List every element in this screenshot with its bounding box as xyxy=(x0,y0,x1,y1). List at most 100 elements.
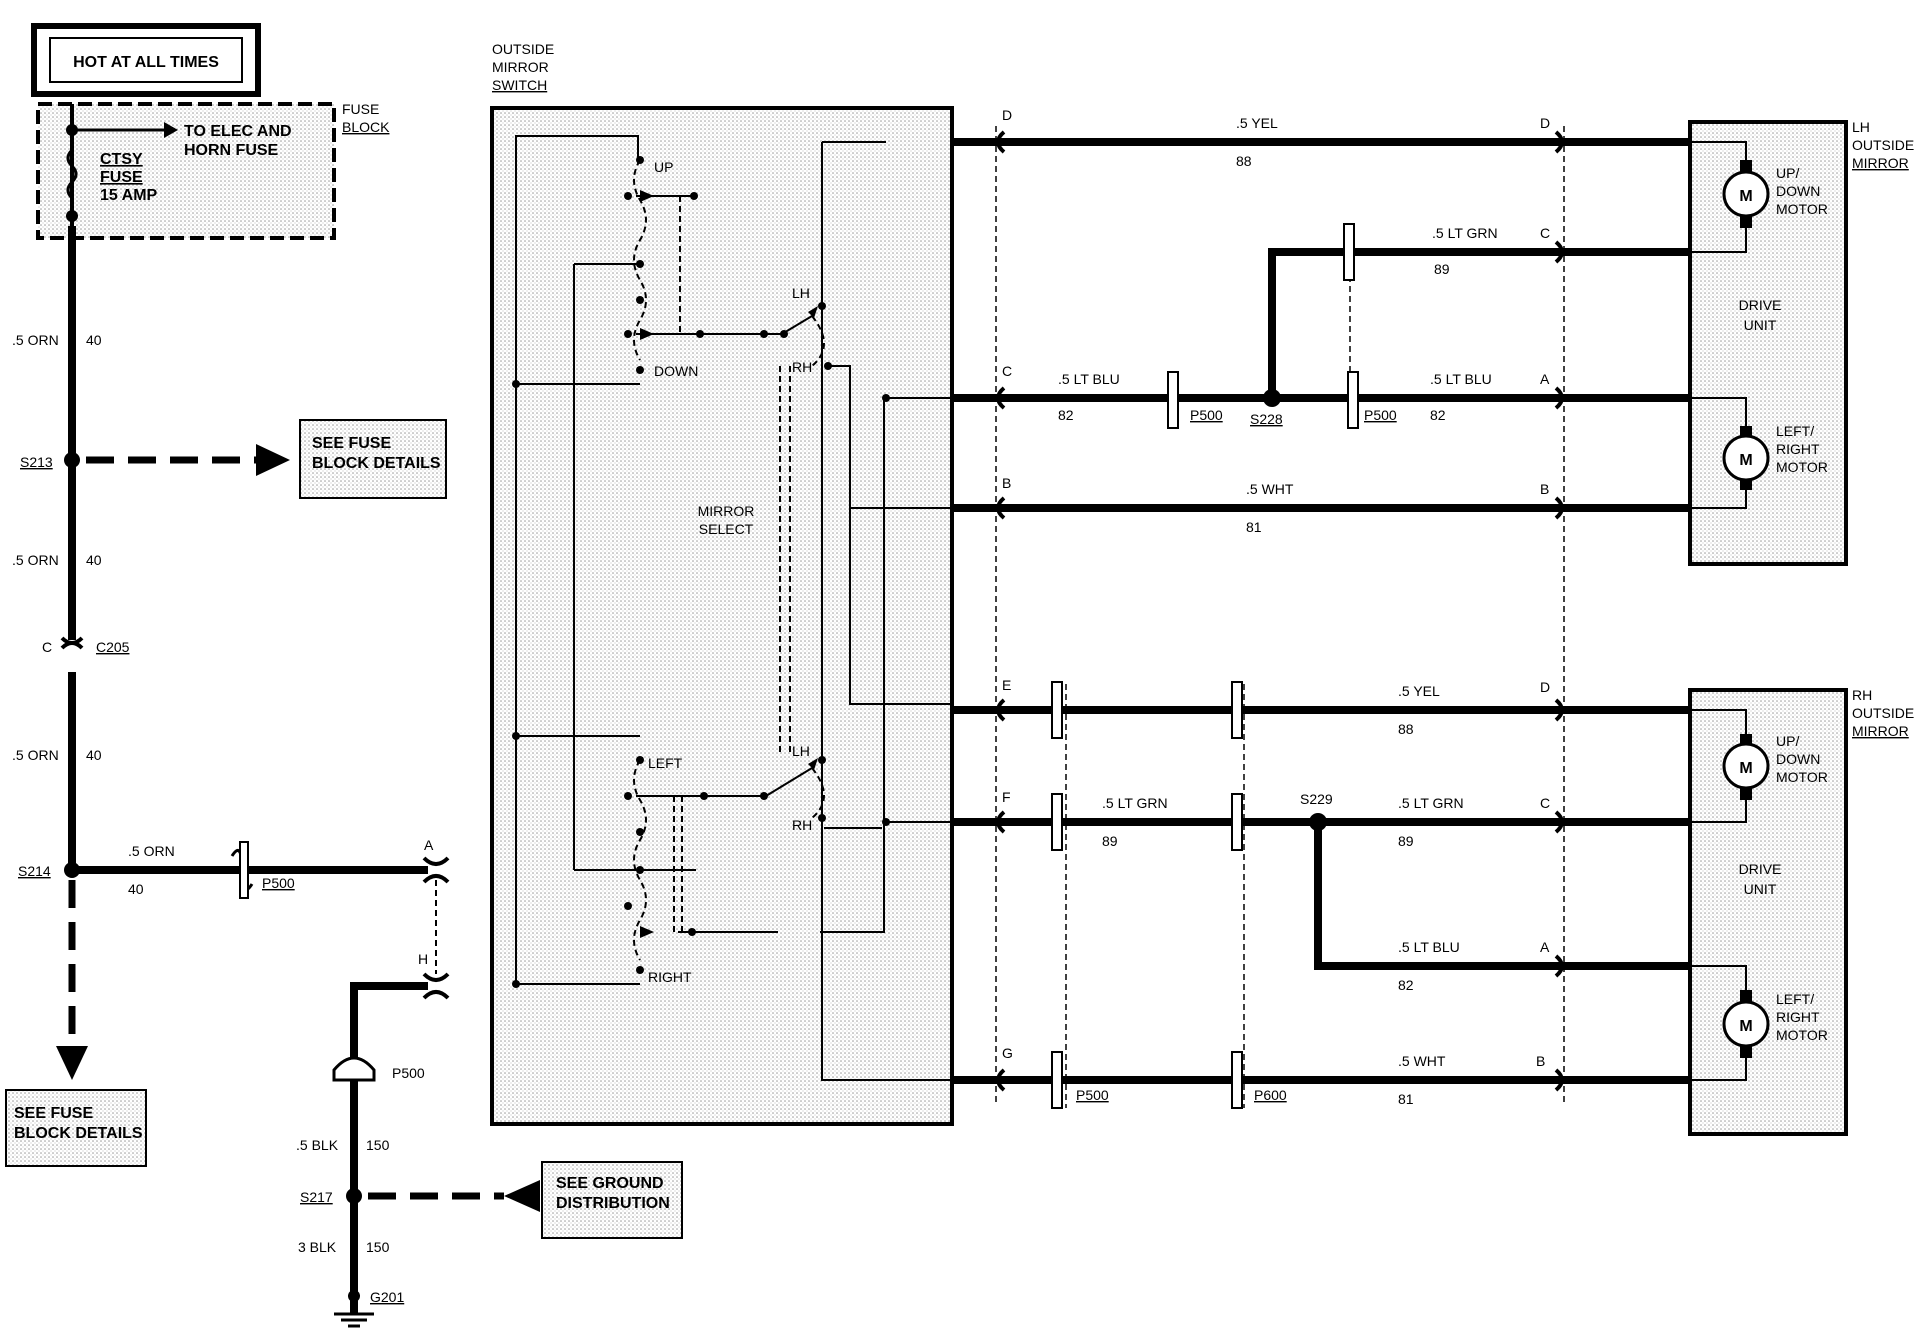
switch-rh-bottom-label: RH xyxy=(792,817,812,833)
splice-s228 xyxy=(1263,389,1281,407)
fuse-block-title-line1: FUSE xyxy=(342,101,379,117)
feed-wire-size-2: .5 ORN xyxy=(12,552,59,568)
lh-pin-d: D xyxy=(1002,107,1012,123)
rh-motor2-symbol: M xyxy=(1739,1018,1752,1035)
motor-icon xyxy=(1722,1000,1770,1048)
lh-motor2-line3: MOTOR xyxy=(1776,459,1828,475)
rh-ltgrn-size-2: .5 LT GRN xyxy=(1398,795,1464,811)
ground-wire-size-2: 3 BLK xyxy=(298,1239,337,1255)
lh-yel-end-pin: D xyxy=(1540,115,1550,131)
rh-mirror-title-line2: OUTSIDE xyxy=(1852,705,1914,721)
rh-ltblu-circuit: 82 xyxy=(1398,977,1414,993)
switch-title-line1: OUTSIDE xyxy=(492,41,554,57)
feed-circuit-3: 40 xyxy=(86,747,102,763)
lh-outside-mirror: LH OUTSIDE MIRROR M UP/ DOWN MOTOR DRIVE… xyxy=(1688,119,1914,566)
rh-motor1-symbol: M xyxy=(1739,760,1752,777)
c205-pin-c: C xyxy=(42,639,52,655)
lh-s228-label: S228 xyxy=(1250,411,1283,427)
lh-motor1-line3: MOTOR xyxy=(1776,201,1828,217)
lh-ltblu-circuit-1: 82 xyxy=(1058,407,1074,423)
rh-p600-label: P600 xyxy=(1254,1087,1287,1103)
rh-outside-mirror: RH OUTSIDE MIRROR M UP/ DOWN MOTOR DRIVE… xyxy=(1688,687,1914,1136)
rh-yel-size: .5 YEL xyxy=(1398,683,1440,699)
rh-ltgrn-circuit-2: 89 xyxy=(1398,833,1414,849)
lh-drive-line2: UNIT xyxy=(1744,317,1777,333)
switch-down-label: DOWN xyxy=(654,363,698,379)
p500-feed-label: P500 xyxy=(262,875,295,891)
rh-wht-size: .5 WHT xyxy=(1398,1053,1446,1069)
rh-motor2-line2: RIGHT xyxy=(1776,1009,1820,1025)
ground-circuit-1: 150 xyxy=(366,1137,390,1153)
connector-icons-lh xyxy=(1167,223,1359,429)
fuse-name-line1: CTSY xyxy=(100,151,143,168)
rh-pin-e: E xyxy=(1002,677,1011,693)
lh-mirror-title-line1: LH xyxy=(1852,119,1870,135)
lh-ltblu-end-pin: A xyxy=(1540,371,1550,387)
feed-circuit-1: 40 xyxy=(86,332,102,348)
lh-motor1-line2: DOWN xyxy=(1776,183,1820,199)
arrow-right-icon xyxy=(256,444,290,476)
switch-left-label: LEFT xyxy=(648,755,683,771)
rh-yel-circuit: 88 xyxy=(1398,721,1414,737)
lh-motor1-line1: UP/ xyxy=(1776,165,1799,181)
switch-rh-top-label: RH xyxy=(792,359,812,375)
rh-drive-line1: DRIVE xyxy=(1739,861,1782,877)
rh-ltgrn-circuit-1: 89 xyxy=(1102,833,1118,849)
lh-pin-b: B xyxy=(1002,475,1011,491)
see-fuse-2-line1: SEE FUSE xyxy=(14,1105,93,1122)
lh-motor2-symbol: M xyxy=(1739,452,1752,469)
rh-yel-end-pin: D xyxy=(1540,679,1550,695)
hot-at-all-times-box: HOT AT ALL TIMES xyxy=(31,23,261,97)
rh-motor1-line3: MOTOR xyxy=(1776,769,1828,785)
ground-circuit-2: 150 xyxy=(366,1239,390,1255)
splice-s213 xyxy=(64,452,80,468)
outside-mirror-switch: OUTSIDE MIRROR SWITCH xyxy=(490,41,954,1126)
rh-ltblu-end-pin: A xyxy=(1540,939,1550,955)
lh-pin-c: C xyxy=(1002,363,1012,379)
lh-wht-circuit: 81 xyxy=(1246,519,1262,535)
lh-wht-end-pin: B xyxy=(1540,481,1549,497)
splice-s213-label: S213 xyxy=(20,454,53,470)
see-fuse-1-line2: BLOCK DETAILS xyxy=(312,455,441,472)
lh-ltblu-size-1: .5 LT BLU xyxy=(1058,371,1120,387)
branch-wire-size: .5 ORN xyxy=(128,843,175,859)
arrow-down-icon xyxy=(56,1046,88,1080)
pin-h-label: H xyxy=(418,951,428,967)
switch-title-line2: MIRROR xyxy=(492,59,549,75)
rh-pin-g: G xyxy=(1002,1045,1013,1061)
to-elec-line2: HORN FUSE xyxy=(184,142,279,159)
rh-p500-label: P500 xyxy=(1076,1087,1109,1103)
pin-a-label: A xyxy=(424,837,434,853)
ground-path: A H P500 .5 BLK 150 S217 SEE GROUND DIST… xyxy=(296,837,683,1328)
lh-yel-size: .5 YEL xyxy=(1236,115,1278,131)
motor-icon xyxy=(1722,742,1770,790)
rh-ltgrn-end-pin: C xyxy=(1540,795,1550,811)
splice-s217 xyxy=(346,1188,362,1204)
feed-wire-size-1: .5 ORN xyxy=(12,332,59,348)
rh-ltblu-size: .5 LT BLU xyxy=(1398,939,1460,955)
rh-wht-circuit: 81 xyxy=(1398,1091,1414,1107)
switch-lh-bottom-label: LH xyxy=(792,743,810,759)
to-elec-line1: TO ELEC AND xyxy=(184,123,292,140)
lh-ltgrn-end-pin: C xyxy=(1540,225,1550,241)
fuse-block: TO ELEC AND HORN FUSE CTSY FUSE 15 AMP F… xyxy=(36,101,390,240)
arrow-right-icon xyxy=(164,122,178,138)
rh-mirror-title-line1: RH xyxy=(1852,687,1872,703)
rh-motor1-line2: DOWN xyxy=(1776,751,1820,767)
branch-circuit: 40 xyxy=(128,881,144,897)
feed-wire-size-3: .5 ORN xyxy=(12,747,59,763)
lh-ltgrn-circuit: 89 xyxy=(1434,261,1450,277)
lh-motor2-line2: RIGHT xyxy=(1776,441,1820,457)
see-fuse-2-line2: BLOCK DETAILS xyxy=(14,1125,143,1142)
rh-mirror-title-line3: MIRROR xyxy=(1852,723,1909,739)
splice-s214-label: S214 xyxy=(18,863,51,879)
rh-s229-label: S229 xyxy=(1300,791,1333,807)
connector-p500-ground xyxy=(332,1056,376,1082)
rh-pin-f: F xyxy=(1002,789,1011,805)
lh-p500-a: P500 xyxy=(1190,407,1223,423)
fuse-block-title-line2: BLOCK xyxy=(342,119,390,135)
hot-label: HOT AT ALL TIMES xyxy=(73,54,219,71)
splice-s229 xyxy=(1309,813,1327,831)
arrow-left-icon xyxy=(504,1180,540,1212)
motor-icon xyxy=(1722,434,1770,482)
